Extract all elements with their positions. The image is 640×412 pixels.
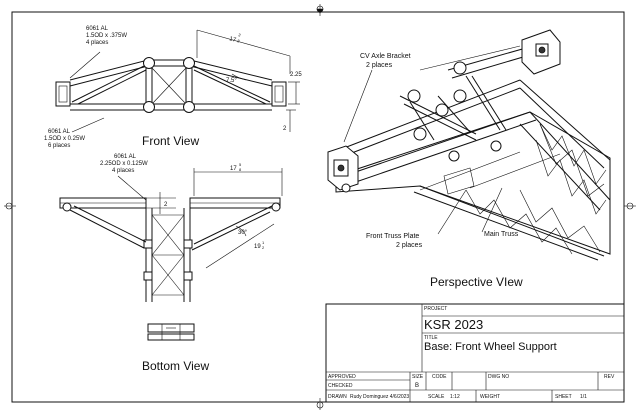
tb-title-label: TITLE [424, 335, 438, 341]
callout-front-small-line3: 6 places [48, 143, 70, 149]
callout-front-large-line3: 4 places [86, 40, 108, 46]
tb-size: B [415, 383, 419, 389]
front-dim-length-num: 3 [238, 32, 242, 38]
tb-rev-label: REV [604, 374, 615, 380]
bottom-dim-angle: 30° [238, 230, 248, 236]
front-dim-height: 2.25 [290, 72, 302, 78]
tb-drawn-by: Rudy Dominguez 4/6/2023 [350, 394, 409, 400]
tb-project: KSR 2023 [424, 317, 483, 332]
callout-front-small-line2: 1.5OD x 0.25W [44, 136, 85, 142]
callout-front-small-line1: 6061 AL [48, 129, 71, 135]
callout-bottom-line2: 2.25OD x 0.125W [100, 161, 148, 167]
bottom-right-mount [271, 202, 281, 212]
bottom-left-mount [62, 202, 72, 212]
bottom-dim-length-den: 8 [239, 167, 242, 172]
callout-front-truss-plate-line2: 2 places [396, 242, 423, 249]
front-dim-length-whole: 17 [228, 36, 237, 44]
callout-cv-axle-line2: 2 places [366, 62, 393, 69]
callout-main-truss: Main Truss [484, 231, 519, 238]
center-marks [4, 4, 636, 410]
bottom-dim-length-whole: 17 [230, 166, 237, 172]
bottom-dim-length-num: 5 [239, 162, 242, 167]
callout-front-truss-plate-line1: Front Truss Plate [366, 233, 419, 240]
front-tube-end [143, 57, 155, 69]
tb-checked: CHECKED [328, 383, 353, 389]
tb-sheet-label: SHEET [555, 394, 572, 400]
perspective-drawing [327, 29, 611, 261]
tb-size-label: SIZE [412, 374, 424, 380]
perspective-view-label: Perspective VIew [430, 275, 523, 289]
tb-weight-label: WEIGHT [480, 394, 500, 400]
front-left-end-box [55, 81, 71, 107]
tb-code-label: CODE [432, 374, 447, 380]
front-dim-angle: 7.5° [226, 78, 237, 84]
tb-scale-label: SCALE [428, 394, 445, 400]
callout-front-large-line2: 1.5OD x .375W [86, 33, 127, 39]
front-right-end-box [271, 81, 287, 107]
callout-bottom-line3: 4 places [112, 168, 134, 174]
tb-project-label: PROJECT [424, 306, 447, 312]
tb-approved: APPROVED [328, 374, 356, 380]
tb-title: Base: Front Wheel Support [424, 341, 557, 353]
bottom-view-label: Bottom View [142, 359, 209, 373]
front-dim-offset: 2 [283, 126, 287, 132]
bottom-view-drawing [59, 168, 283, 302]
tb-drawn: DRAWN [328, 394, 347, 400]
title-block [325, 303, 625, 403]
bottom-dim-diag-den: 2 [262, 245, 265, 250]
bottom-dim-diag-num: 1 [262, 240, 265, 245]
callout-cv-axle-line1: CV Axle Bracket [360, 53, 411, 60]
front-view-drawing [55, 29, 300, 133]
bottom-detail-drawing [147, 323, 195, 341]
callout-front-large-line1: 6061 AL [86, 26, 109, 32]
callout-bottom-line1: 6061 AL [114, 154, 137, 160]
front-dim-length-den: 8 [237, 38, 241, 44]
tb-dwg-label: DWG NO [488, 374, 509, 380]
bottom-dim-diag-whole: 19 [254, 244, 261, 250]
tb-scale: 1:12 [450, 394, 460, 400]
tb-sheet: 1/1 [580, 394, 587, 400]
front-view-label: Front View [142, 134, 199, 148]
bottom-dim-offset: 2 [164, 202, 168, 208]
